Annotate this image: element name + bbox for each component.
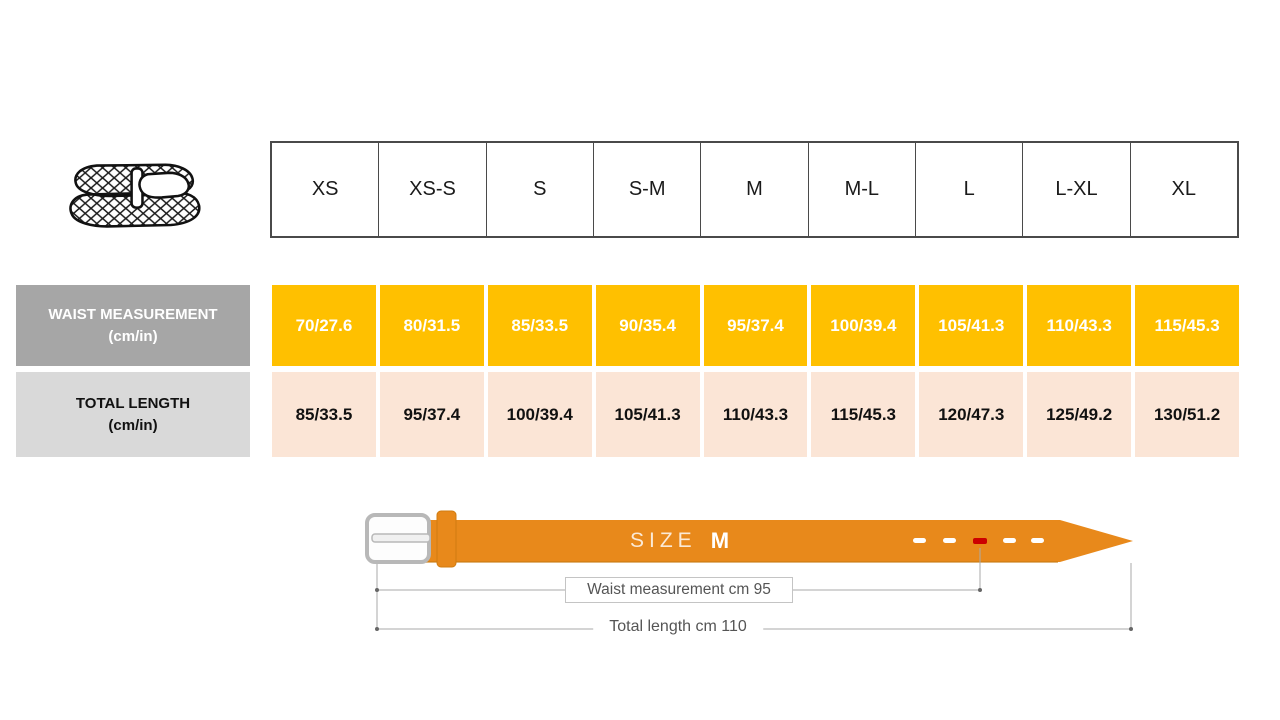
- size-label: SIZE: [630, 529, 697, 552]
- waist-value-cell: 105/41.3: [919, 285, 1024, 366]
- dimension-endpoints: [375, 588, 1133, 631]
- length-value-cell: 100/39.4: [487, 372, 592, 457]
- size-header-cell: L: [914, 143, 1022, 236]
- length-value-cell: 110/43.3: [703, 372, 808, 457]
- waist-value-cell: 90/35.4: [595, 285, 700, 366]
- size-header-cell: S: [485, 143, 593, 236]
- belt-keeper: [436, 510, 457, 568]
- length-value-cell: 105/41.3: [595, 372, 700, 457]
- size-value: M: [710, 528, 730, 553]
- length-label-text: TOTAL LENGTH: [75, 394, 191, 412]
- waist-value-cell: 95/37.4: [703, 285, 808, 366]
- length-annotation-text: Total length cm 110: [609, 618, 747, 635]
- waist-label-text: WAIST MEASUREMENT: [48, 305, 218, 323]
- length-value-cell: 125/49.2: [1027, 372, 1132, 457]
- size-header-cell: XL: [1129, 143, 1237, 236]
- belt-hole: [1003, 538, 1016, 543]
- size-header-cell: M: [700, 143, 807, 236]
- belt-size-indicator: SIZE M: [630, 520, 729, 562]
- size-header-cell: XS-S: [378, 143, 485, 236]
- belt-measurement-diagram: [365, 510, 1133, 631]
- size-header-cell: L-XL: [1022, 143, 1129, 236]
- length-value-cell: 130/51.2: [1135, 372, 1240, 457]
- length-value-cell: 115/45.3: [811, 372, 916, 457]
- braided-belt-icon: [69, 163, 201, 228]
- waist-value-cell: 85/33.5: [487, 285, 592, 366]
- waist-value-cell: 80/31.5: [379, 285, 484, 366]
- size-header-cell: M-L: [807, 143, 915, 236]
- buckle-prong: [371, 533, 431, 543]
- length-row-label: TOTAL LENGTH (cm/in): [16, 372, 250, 457]
- belt-buckle-sketch: [138, 171, 190, 199]
- waist-value-cell: 70/27.6: [272, 285, 376, 366]
- size-header-cell: S-M: [592, 143, 700, 236]
- belt-hole: [1031, 538, 1044, 543]
- waist-label-unit: (cm/in): [108, 327, 158, 345]
- size-header-cell: XS: [311, 178, 339, 200]
- belt-hole: [913, 538, 926, 543]
- belt-hole-selected: [973, 538, 987, 544]
- total-length-annotation: Total length cm 110: [593, 616, 763, 638]
- waist-annotation-text: Waist measurement cm 95: [587, 581, 771, 598]
- length-label-unit: (cm/in): [108, 416, 158, 434]
- waist-value-cell: 110/43.3: [1027, 285, 1132, 366]
- waist-value-cell: 115/45.3: [1135, 285, 1240, 366]
- length-value-cell: 120/47.3: [919, 372, 1024, 457]
- belt-strap-shape: [425, 520, 1133, 562]
- waist-value-cell: 100/39.4: [811, 285, 916, 366]
- belt-coil-lower: [69, 191, 201, 228]
- waist-row-label: WAIST MEASUREMENT (cm/in): [16, 285, 250, 366]
- waist-measurement-annotation: Waist measurement cm 95: [565, 577, 793, 603]
- length-value-cell: 95/37.4: [379, 372, 484, 457]
- length-value-cell: 85/33.5: [272, 372, 376, 457]
- belt-hole: [943, 538, 956, 543]
